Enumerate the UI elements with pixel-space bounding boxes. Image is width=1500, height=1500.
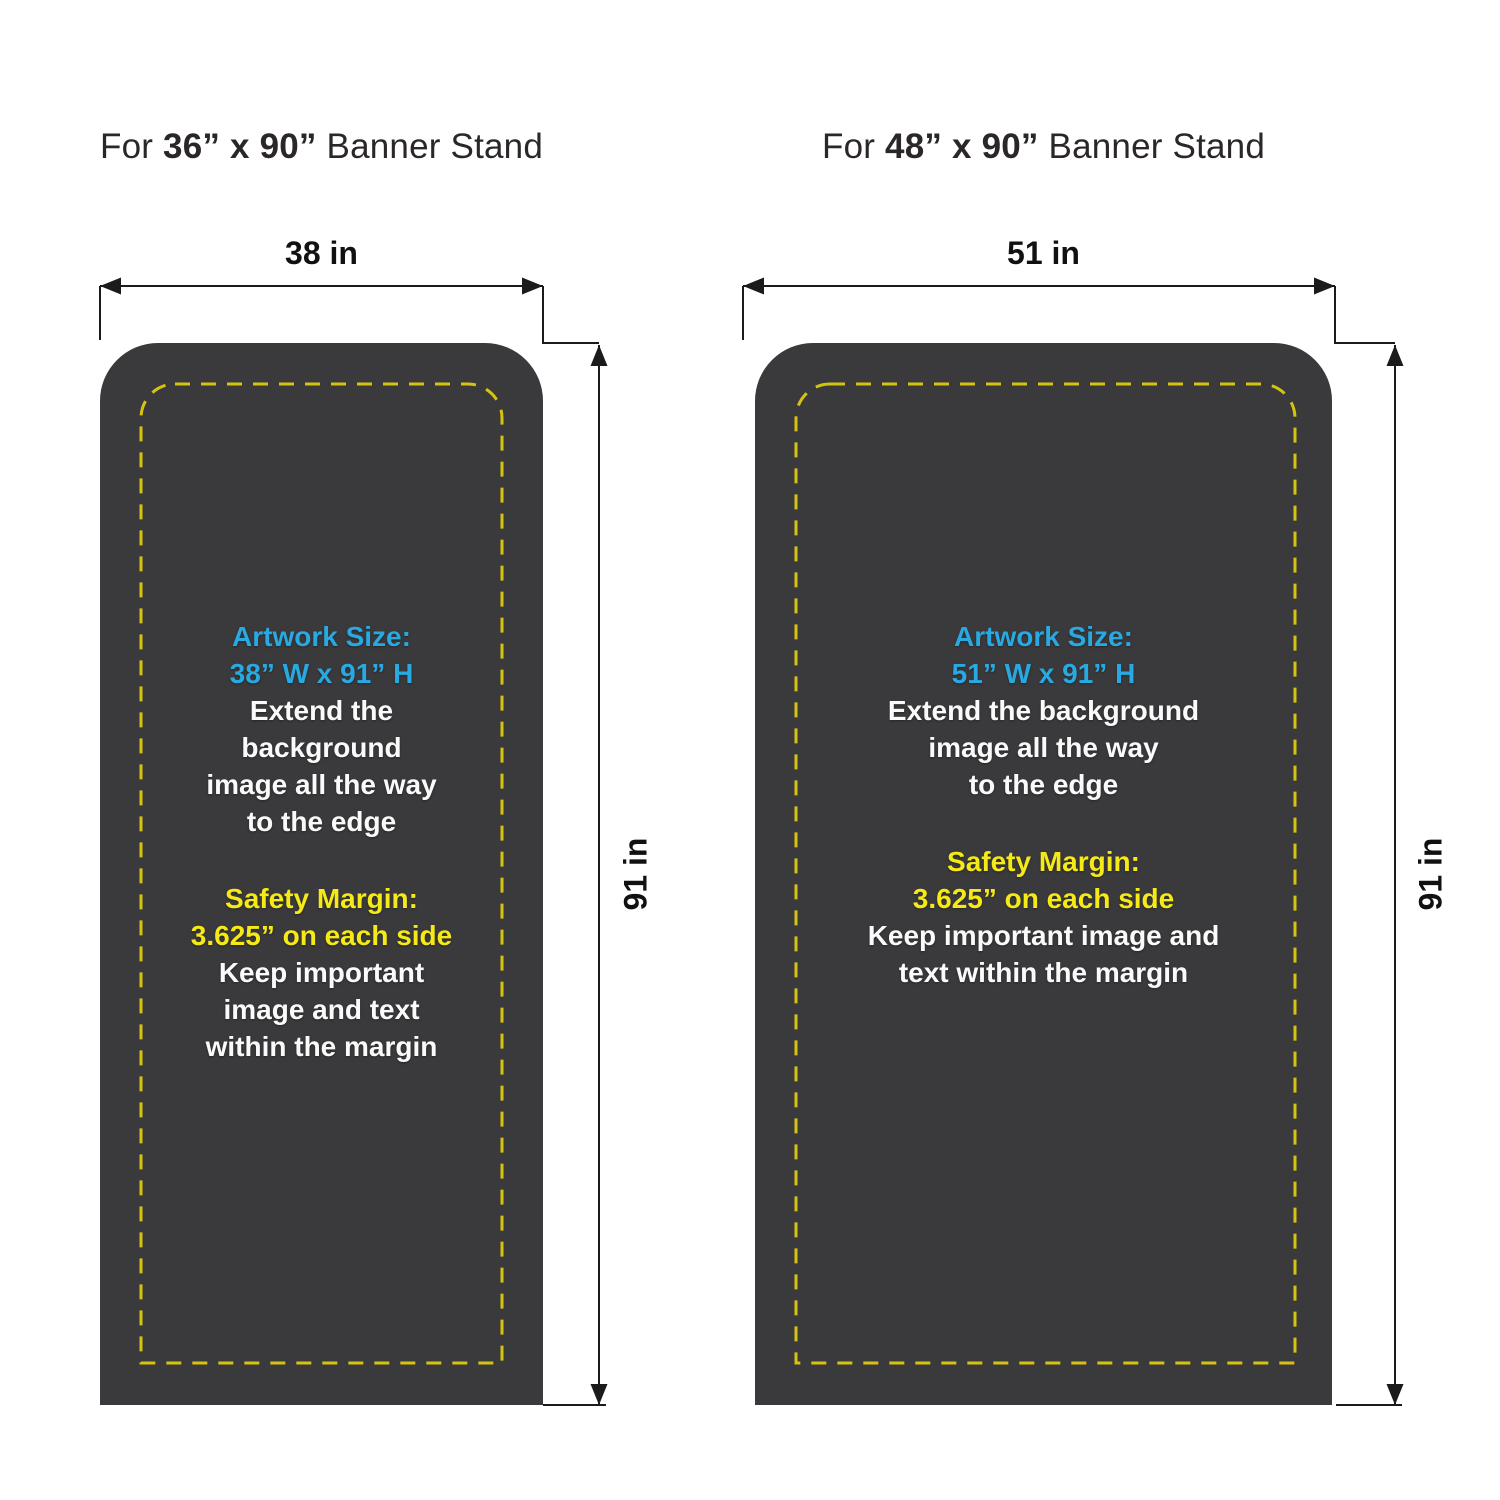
- keep-line: Keep important image and: [867, 920, 1220, 951]
- height-dimension-left: [543, 345, 606, 1406]
- arrowhead-up-icon: [590, 345, 608, 366]
- arrowhead-right-icon: [1314, 277, 1335, 295]
- safety-margin-heading: Safety Margin:: [225, 883, 418, 914]
- title-prefix: For: [822, 127, 886, 166]
- keep-line: Keep important: [218, 957, 425, 988]
- arrowhead-left-icon: [743, 277, 764, 295]
- panel-title-48x90: For 48” x 90” Banner Stand: [822, 125, 1265, 169]
- banner-copy-right: Artwork Size: 51” W x 91” H Extend the b…: [755, 618, 1332, 991]
- banner-copy-left: Artwork Size: 38” W x 91” H Extend the b…: [100, 618, 543, 1065]
- artwork-size-heading: Artwork Size:: [954, 621, 1133, 652]
- height-dimension-label-right: 91 in: [1412, 837, 1449, 911]
- arrowhead-up-icon: [1386, 345, 1404, 366]
- safety-margin-value: 3.625” on each side: [912, 883, 1175, 914]
- extend-line: background: [241, 732, 402, 763]
- title-suffix: Banner Stand: [1038, 127, 1265, 166]
- height-dimension-right: [1336, 345, 1402, 1406]
- arrowhead-down-icon: [590, 1384, 608, 1405]
- extend-line: to the edge: [968, 769, 1119, 800]
- extend-line: image all the way: [928, 732, 1159, 763]
- artwork-size-value: 38” W x 91” H: [229, 658, 414, 689]
- title-suffix: Banner Stand: [316, 127, 543, 166]
- width-dimension-right: [742, 285, 1395, 344]
- safety-margin-heading: Safety Margin:: [947, 846, 1140, 877]
- width-dimension-label-right: 51 in: [1007, 235, 1080, 271]
- title-prefix: For: [100, 127, 164, 166]
- width-dimension-left: [99, 285, 599, 344]
- extend-line: Extend the: [249, 695, 394, 726]
- safety-margin-value: 3.625” on each side: [190, 920, 453, 951]
- artwork-size-heading: Artwork Size:: [232, 621, 411, 652]
- keep-line: within the margin: [205, 1031, 438, 1062]
- keep-line: text within the margin: [898, 957, 1189, 988]
- artwork-size-value: 51” W x 91” H: [951, 658, 1136, 689]
- arrowhead-left-icon: [100, 277, 121, 295]
- height-dimension-label-left: 91 in: [617, 837, 654, 911]
- title-size: 48” x 90”: [885, 127, 1039, 166]
- extend-line: image all the way: [206, 769, 437, 800]
- keep-line: image and text: [223, 994, 420, 1025]
- arrowhead-down-icon: [1386, 1384, 1404, 1405]
- arrowhead-right-icon: [522, 277, 543, 295]
- extend-line: Extend the background: [887, 695, 1200, 726]
- width-dimension-label-left: 38 in: [285, 235, 358, 271]
- title-size: 36” x 90”: [163, 127, 317, 166]
- panel-title-36x90: For 36” x 90” Banner Stand: [100, 125, 543, 169]
- extend-line: to the edge: [246, 806, 397, 837]
